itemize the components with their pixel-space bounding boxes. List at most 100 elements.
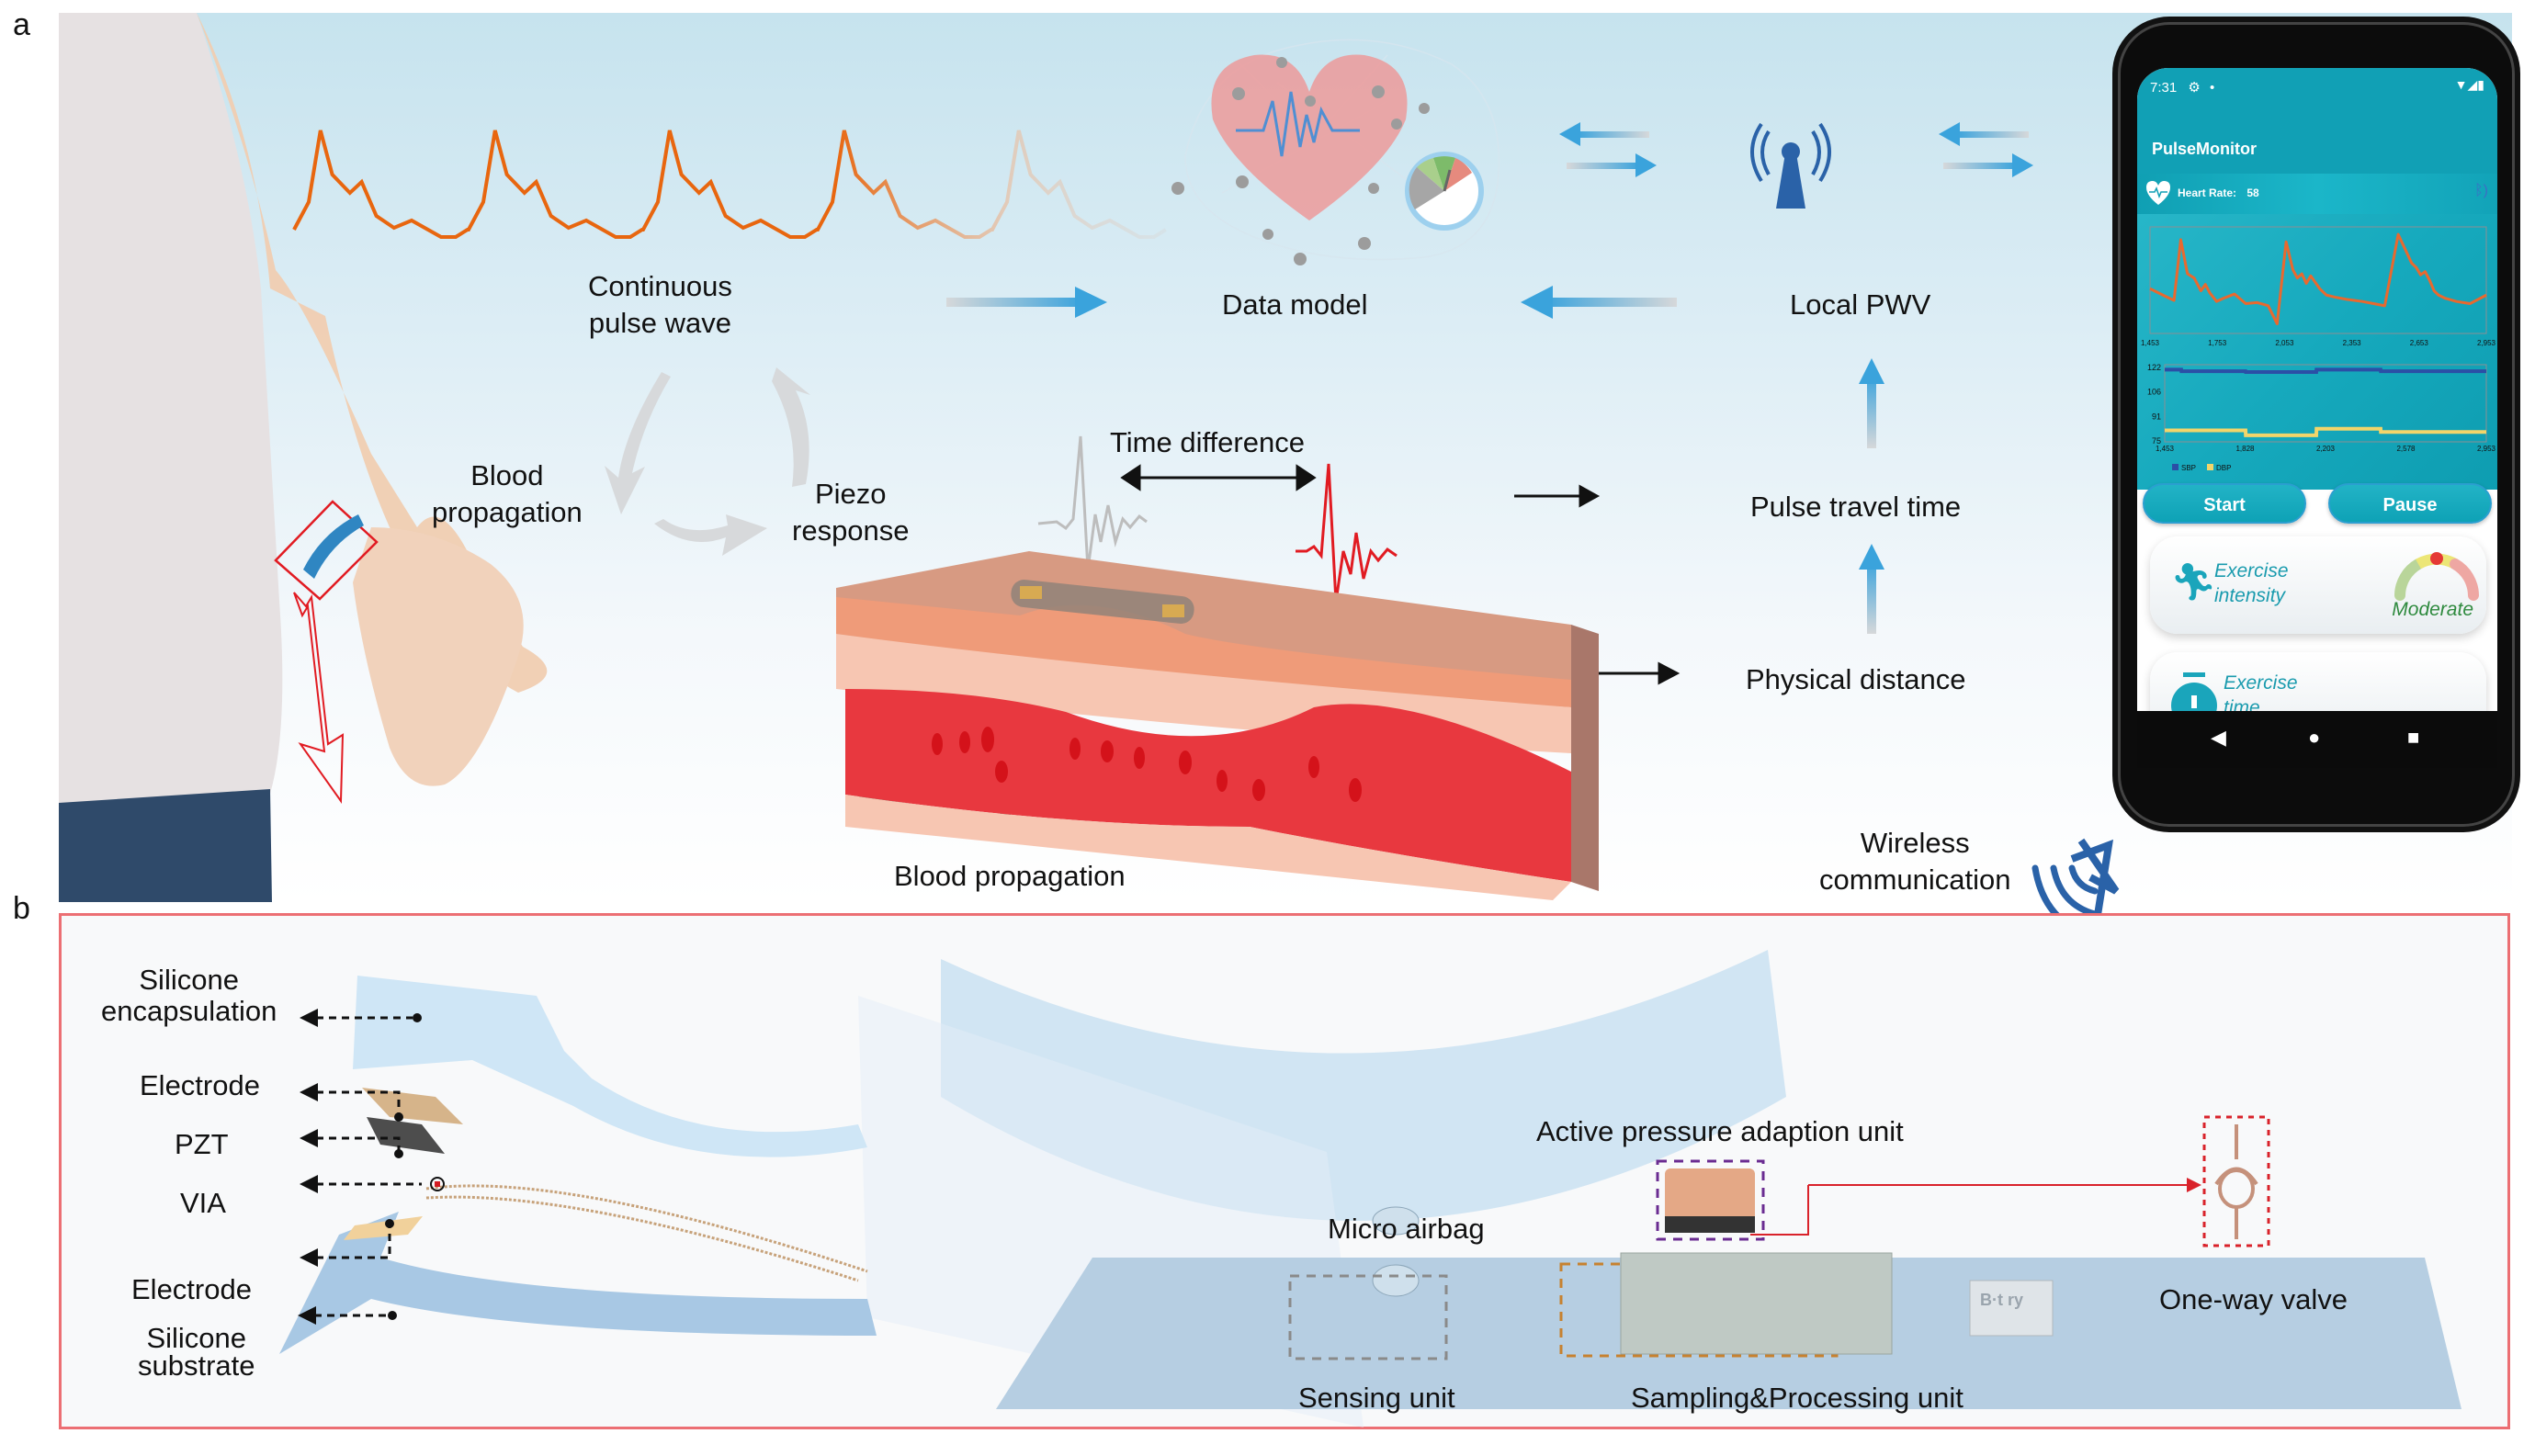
jeans (59, 789, 272, 902)
micro-airbag (1372, 1206, 1420, 1236)
android-nav-bar: ◀ ● ■ (2137, 711, 2497, 768)
label-silicone-substrate: Silicone substrate (138, 1322, 255, 1382)
pulse-travel-time-label: Pulse travel time (1750, 491, 1962, 523)
wristband-sensor-icon (274, 500, 379, 601)
chart-area: 1,453 1,753 2,053 2,353 2,653 2,953 122 106 91 75… (2137, 214, 2497, 490)
arrow-pwv-to-data-model (1521, 286, 1677, 319)
bp-y-tick: 122 (2147, 363, 2161, 372)
start-button[interactable]: Start (2143, 483, 2306, 524)
sensor-patch (1011, 580, 1194, 624)
app-title: PulseMonitor (2152, 140, 2258, 158)
pause-button[interactable]: Pause (2328, 483, 2492, 524)
label-one-way-valve: One-way valve (2159, 1283, 2348, 1315)
status-bar: 7:31 ⚙ • (2150, 79, 2214, 96)
legend-swatch-dbp (2207, 464, 2213, 470)
intensity-indicator (2430, 552, 2443, 565)
local-pwv-label: Local PWV (1790, 288, 1931, 321)
wireless-communication-label: Wireless communication (1819, 827, 2011, 896)
silicone-encapsulation-layer (353, 976, 867, 1157)
recents-button[interactable]: ■ (2407, 726, 2420, 749)
exercise-intensity-card[interactable]: 🏃︎ Exercise intensity Moderate (2150, 536, 2486, 634)
gauge-icon (1405, 152, 1484, 231)
settings-icon: ⚙ (2188, 80, 2201, 96)
bp-x-tick: 2,203 (2316, 445, 2336, 453)
pulse-chart: 1,453 1,753 2,053 2,353 2,653 2,953 122 106 91 75… (2141, 226, 2496, 472)
bp-x-tick: 2,953 (2477, 445, 2496, 453)
person-illustration (59, 13, 548, 902)
continuous-pulse-wave (292, 130, 1167, 239)
silicone-substrate-layer (279, 1212, 877, 1354)
heart-ecg-icon (1171, 39, 1500, 265)
bp-x-tick: 1,453 (2156, 445, 2175, 453)
label-pzt: PZT (175, 1128, 229, 1160)
continuous-pulse-wave-label: Continuous pulse wave (588, 270, 732, 339)
running-icon: 🏃︎ (2170, 562, 2217, 603)
panel-label-b: b (13, 891, 30, 926)
back-button[interactable]: ◀ (2211, 726, 2226, 749)
heart-icon (2146, 181, 2170, 205)
physical-distance-label: Physical distance (1746, 663, 1966, 695)
legend-label-sbp: SBP (2181, 464, 2196, 472)
downstream-signal (1296, 463, 1398, 603)
legend-label-dbp: DBP (2216, 464, 2231, 472)
cycle-arrow-icon (605, 367, 810, 556)
bp-x-tick: 2,578 (2396, 445, 2416, 453)
arrow-ptt-to-pwv (1859, 358, 1884, 448)
legend-swatch-sbp (2172, 464, 2179, 470)
antenna-icon (1750, 122, 1831, 209)
app-header: 7:31 ⚙ • ▼◢▮ PulseMonitor (2137, 68, 2497, 174)
pulse-x-tick: 1,453 (2141, 339, 2160, 347)
arrow-antenna-to-model (1559, 122, 1649, 146)
pulse-x-tick: 2,953 (2477, 339, 2496, 347)
phone-screen: 7:31 ⚙ • ▼◢▮ PulseMonitor Heart Rate: 58… (2137, 68, 2497, 768)
label-electrode-bottom: Electrode (131, 1273, 252, 1305)
device-illustration (279, 950, 2461, 1428)
pulse-x-tick: 1,753 (2208, 339, 2227, 347)
bp-x-tick: 1,828 (2235, 445, 2255, 453)
arrow-to-ptt (1514, 484, 1601, 508)
hand (353, 527, 524, 786)
data-model-label: Data model (1222, 288, 1368, 321)
processing-board (1620, 1252, 1893, 1355)
blood-propagation-vessel-label: Blood propagation (894, 860, 1126, 892)
pulse-x-tick: 2,053 (2275, 339, 2294, 347)
piezo-response-label: Piezo response (792, 478, 910, 547)
label-electrode-top: Electrode (140, 1069, 260, 1101)
heart-rate-readout: Heart Rate: 58 (2178, 186, 2259, 199)
dbp-series-line (2165, 426, 2486, 437)
heart-rate-value: 58 (2246, 186, 2259, 199)
bp-y-tick: 91 (2152, 412, 2161, 421)
bp-y-tick: 75 (2152, 436, 2161, 446)
pulse-x-tick: 2,653 (2410, 339, 2429, 347)
shirt (59, 13, 283, 812)
pulse-series-line (2149, 232, 2487, 326)
bp-chart-frame (2164, 364, 2487, 443)
notification-dot-icon: • (2210, 80, 2215, 96)
panel-label-a: a (13, 7, 30, 42)
time-difference-label: Time difference (1110, 426, 1305, 458)
arrow-antenna-to-phone (1943, 153, 2033, 177)
pulse-x-tick: 2,353 (2343, 339, 2362, 347)
one-way-valve-icon (2214, 1124, 2258, 1239)
heart-rate-bar: Heart Rate: 58 ᛒ) (2137, 174, 2497, 215)
arrow-to-data-model (946, 287, 1107, 318)
arrow-model-to-antenna (1567, 153, 1657, 177)
active-pressure-unit-box (1656, 1159, 1765, 1241)
one-way-valve-box (2202, 1115, 2270, 1247)
downward-arrow-icon (293, 592, 345, 805)
sensing-unit-box (1288, 1274, 1448, 1360)
label-active-pressure-unit: Active pressure adaption unit (1536, 1115, 1904, 1147)
label-silicone-encapsulation: Silicone encapsulation (101, 964, 277, 1027)
bluetooth-status-icon[interactable]: ᛒ) (2474, 183, 2488, 198)
pressure-pump (1665, 1168, 1755, 1224)
signal-battery-icons: ▼◢▮ (2454, 77, 2484, 92)
heart-rate-label: Heart Rate: (2178, 186, 2237, 199)
label-via: VIA (180, 1187, 226, 1219)
label-sensing-unit: Sensing unit (1298, 1382, 1455, 1414)
home-button[interactable]: ● (2308, 726, 2321, 749)
piezo-signals (1037, 435, 1398, 603)
bp-y-tick: 106 (2147, 388, 2161, 397)
exercise-intensity-label: Exercise intensity (2214, 560, 2289, 606)
upstream-signal (1037, 435, 1148, 570)
arrow-distance-to-ptt (1859, 544, 1884, 634)
